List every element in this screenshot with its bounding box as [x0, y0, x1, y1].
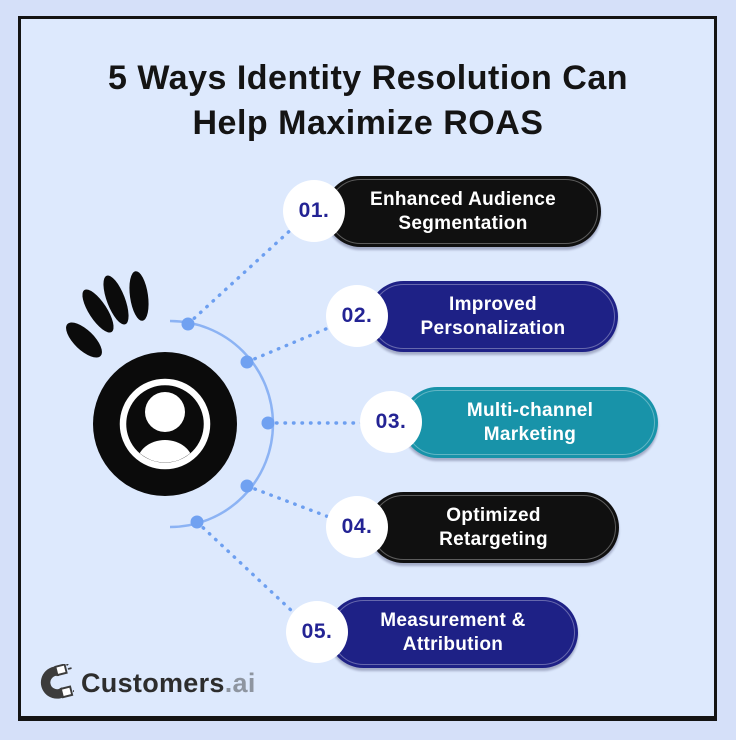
step-label-4: Optimized Retargeting — [439, 504, 548, 550]
brand-name: Customers.ai — [81, 668, 256, 699]
step-label-1: Enhanced Audience Segmentation — [370, 188, 556, 234]
step-number-badge-4: 04. — [326, 496, 388, 558]
page-title: 5 Ways Identity Resolution Can Help Maxi… — [0, 56, 736, 146]
step-row-2: Improved Personalization 02. — [326, 281, 618, 352]
step-number-badge-2: 02. — [326, 285, 388, 347]
step-number-5: 05. — [301, 620, 333, 643]
step-row-1: Enhanced Audience Segmentation 01. — [283, 176, 601, 247]
step-row-3: Multi-channel Marketing 03. — [360, 387, 658, 458]
title-line-1: 5 Ways Identity Resolution Can — [107, 59, 629, 97]
title-line-2: Help Maximize ROAS — [192, 104, 544, 142]
magnet-icon — [40, 664, 74, 699]
step-label-2: Improved Personalization — [420, 293, 566, 339]
step-number-badge-3: 03. — [360, 391, 422, 453]
step-pill-3: Multi-channel Marketing — [402, 387, 658, 458]
step-pill-5: Measurement & Attribution — [328, 597, 578, 668]
brand-logo: Customers.ai — [36, 664, 256, 702]
brand-name-suffix: .ai — [224, 667, 256, 698]
step-label-5: Measurement & Attribution — [380, 609, 526, 655]
step-number-1: 01. — [298, 199, 330, 222]
step-row-5: Measurement & Attribution 05. — [286, 597, 578, 668]
step-pill-1: Enhanced Audience Segmentation — [325, 176, 601, 247]
brand-name-main: Customers — [81, 667, 225, 698]
step-number-badge-1: 01. — [283, 180, 345, 242]
step-number-4: 04. — [341, 515, 373, 538]
step-label-3: Multi-channel Marketing — [466, 399, 594, 445]
step-number-badge-5: 05. — [286, 601, 348, 663]
step-number-2: 02. — [341, 304, 373, 327]
step-number-3: 03. — [375, 410, 407, 433]
step-row-4: Optimized Retargeting 04. — [326, 492, 619, 563]
step-pill-2: Improved Personalization — [368, 281, 618, 352]
step-pill-4: Optimized Retargeting — [368, 492, 619, 563]
